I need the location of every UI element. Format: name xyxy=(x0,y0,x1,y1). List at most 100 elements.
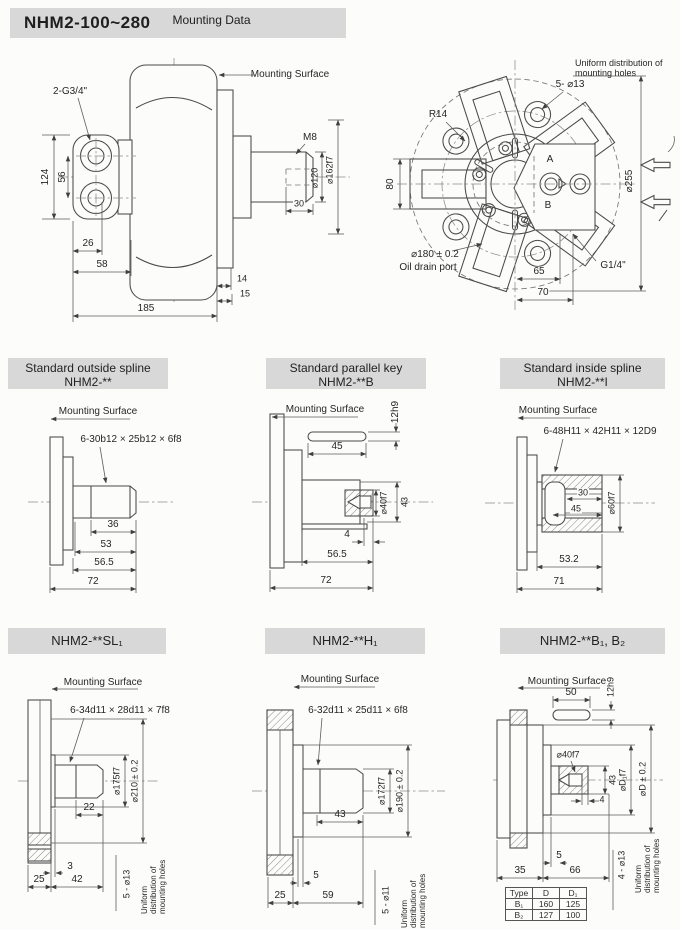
os-spec-label: 6-30b12 × 25b12 × 6f8 xyxy=(80,433,182,445)
sl1-dim-25: 25 xyxy=(33,873,45,885)
parallel-key-drawing xyxy=(252,413,433,592)
pk-dia-40-label: ⌀40f7 xyxy=(378,491,389,515)
b12-dim-66: 66 xyxy=(569,864,581,876)
front-dim-65: 65 xyxy=(532,265,546,278)
front-dim-70: 70 xyxy=(536,286,550,299)
table-cell: 100 xyxy=(559,909,587,921)
parallel-key-model: NHM2-**B xyxy=(318,375,374,390)
sl1-spec-label: 6-34d11 × 28d11 × 7f8 xyxy=(70,704,170,716)
side-m8-label: M8 xyxy=(303,131,317,143)
b12-dia-40-label: ⌀40f7 xyxy=(556,749,580,760)
side-dia120-label: ⌀120 xyxy=(309,167,320,189)
is-dia-60-label: ⌀60f7 xyxy=(606,491,617,515)
h1-model: NHM2-**H₁ xyxy=(312,633,378,648)
h1-spec-label: 6-32d11 × 25d11 × 6f8 xyxy=(308,704,408,716)
front-view-drawing xyxy=(393,60,675,310)
table-row: B₁ 160 125 xyxy=(505,898,587,910)
is-dim-71: 71 xyxy=(553,575,565,587)
h1-mounting-holes-label: 5 - ⌀11 xyxy=(380,886,391,914)
os-dim-56-5: 56.5 xyxy=(94,556,114,568)
side-dim-185: 185 xyxy=(137,302,155,314)
front-port-b-label: B xyxy=(544,199,552,211)
sl1-uniform-note: Uniform distribution of mounting holes xyxy=(140,859,168,914)
pk-dim-4: 4 xyxy=(344,528,350,540)
b12-mounting-surface-label: Mounting Surface xyxy=(527,675,607,687)
sl1-dia-175-label: ⌀175f7 xyxy=(111,767,122,795)
inside-spline-header: Standard inside spline NHM2-**I xyxy=(500,358,665,389)
side-dim-56: 56 xyxy=(56,171,68,183)
h1-dim-25: 25 xyxy=(274,889,286,901)
side-dia162-label: ⌀162f7 xyxy=(324,156,335,184)
b12-dia-d1-label: ⌀D₁f7 xyxy=(617,768,628,792)
b12-dim-50: 50 xyxy=(565,686,577,698)
front-mounting-holes-label: 5- ⌀13 xyxy=(555,78,585,90)
outside-spline-panel: Standard outside spline NHM2-** Mounting… xyxy=(8,352,230,610)
sl1-drawing xyxy=(18,686,158,911)
pk-dim-72: 72 xyxy=(320,574,332,586)
front-dim-80: 80 xyxy=(384,178,396,190)
table-row: B₂ 127 100 xyxy=(505,909,587,921)
front-dia-180-label: ⌀180 ± 0.2 xyxy=(411,248,459,260)
front-dia-255: ⌀255 xyxy=(623,169,635,193)
b12-drawing xyxy=(493,685,663,910)
outside-spline-title: Standard outside spline xyxy=(25,361,151,375)
table-cell: B₁ xyxy=(505,898,533,910)
page-subtitle: Mounting Data xyxy=(172,13,251,27)
table-cell: 127 xyxy=(532,909,560,921)
front-g14-label: G1/4" xyxy=(600,259,626,271)
sl1-panel: NHM2-**SL₁ Mounting Surface 6-34d11 × 28… xyxy=(8,625,230,930)
side-view-drawing xyxy=(42,58,350,322)
side-dim-14: 14 xyxy=(236,273,248,284)
table-cell: B₂ xyxy=(505,909,533,921)
side-dim-26: 26 xyxy=(82,237,94,249)
is-mounting-surface-label: Mounting Surface xyxy=(518,404,598,416)
os-dim-72: 72 xyxy=(87,575,99,587)
h1-dim-5: 5 xyxy=(313,869,319,881)
sl1-model: NHM2-**SL₁ xyxy=(51,633,123,648)
h1-panel: NHM2-**H₁ Mounting Surface 6-32d11 × 25d… xyxy=(240,625,465,930)
b12-panel: NHM2-**B₁, B₂ xyxy=(455,625,680,930)
front-oil-drain-label: Oil drain port xyxy=(399,261,457,273)
b12-dim-4: 4 xyxy=(599,794,605,805)
table-header-d: D xyxy=(532,887,560,899)
h1-dia-172-label: ⌀172f7 xyxy=(376,777,387,805)
table-cell: 125 xyxy=(559,898,587,910)
parallel-key-header: Standard parallel key NHM2-**B xyxy=(266,358,426,389)
h1-dim-43: 43 xyxy=(334,808,346,820)
inside-spline-panel: Standard inside spline NHM2-**I Mounting… xyxy=(455,352,680,610)
b12-dim-35: 35 xyxy=(514,864,526,876)
table-header-type: Type xyxy=(505,887,533,899)
os-dim-36: 36 xyxy=(107,518,119,530)
b12-header: NHM2-**B₁, B₂ xyxy=(500,628,665,654)
is-dim-53-2: 53.2 xyxy=(559,553,579,565)
pk-mounting-surface-label: Mounting Surface xyxy=(285,403,365,415)
h1-dia-190-label: ⌀190 ± 0.2 xyxy=(394,769,405,813)
b12-dim-5: 5 xyxy=(556,849,562,861)
pk-dim-45: 45 xyxy=(331,440,343,452)
parallel-key-title: Standard parallel key xyxy=(289,361,403,375)
inside-spline-drawing xyxy=(485,415,655,593)
b12-uniform-note: Uniform distribution of mounting holes xyxy=(634,838,662,893)
outside-spline-drawing xyxy=(28,416,173,593)
sl1-mounting-surface-label: Mounting Surface xyxy=(63,676,143,688)
side-dim-30: 30 xyxy=(292,198,306,209)
sl1-dim-42: 42 xyxy=(71,873,83,885)
parallel-key-panel: Standard parallel key NHM2-**B Mounting … xyxy=(238,352,463,610)
pk-key-section-label: 12h9 xyxy=(389,400,401,424)
side-mounting-surface-label: Mounting Surface xyxy=(250,68,330,80)
table-cell: 160 xyxy=(532,898,560,910)
side-port-thread-label: 2-G3/4" xyxy=(52,85,88,97)
title-bar: NHM2-100~280 Mounting Data xyxy=(10,8,346,38)
h1-header: NHM2-**H₁ xyxy=(265,628,425,654)
table-header-d1: D₁ xyxy=(559,887,587,899)
flow-direction-outline-arrow-icon xyxy=(639,157,671,173)
table-header-row: Type D D₁ xyxy=(505,887,587,899)
os-mounting-surface-label: Mounting Surface xyxy=(58,405,138,417)
front-r14-label: R14 xyxy=(428,108,448,120)
sl1-header: NHM2-**SL₁ xyxy=(8,628,166,654)
b12-size-table: Type D D₁ B₁ 160 125 B₂ 127 100 xyxy=(505,887,587,921)
side-dim-124: 124 xyxy=(39,168,51,186)
side-dim-58: 58 xyxy=(96,258,108,270)
outside-spline-header: Standard outside spline NHM2-** xyxy=(8,358,168,389)
